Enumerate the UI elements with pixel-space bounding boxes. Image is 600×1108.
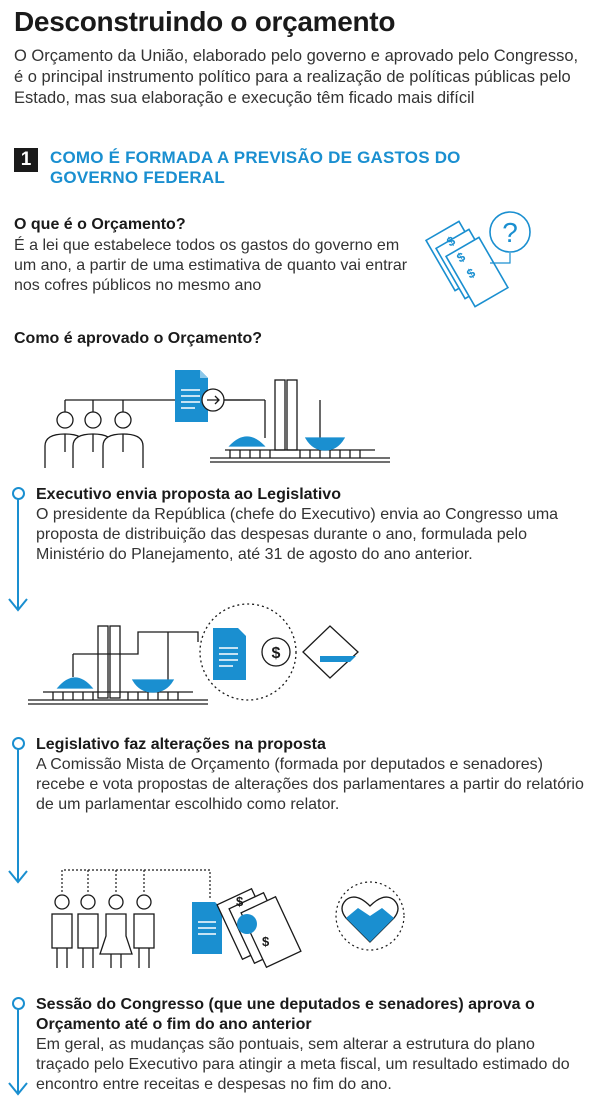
step-3: Sessão do Congresso (que une deputados e… xyxy=(36,995,592,1095)
step-2-text: A Comissão Mista de Orçamento (formada p… xyxy=(36,756,584,813)
timeline-line-1 xyxy=(17,496,19,610)
intro-text: O Orçamento da União, elaborado pelo gov… xyxy=(14,47,579,107)
svg-text:?: ? xyxy=(502,217,518,248)
pen-icon xyxy=(320,656,356,662)
document-icon xyxy=(213,628,246,680)
page-title: Desconstruindo o orçamento xyxy=(14,6,396,37)
handshake-heart-icon xyxy=(341,896,399,943)
how-approved-question: Como é aprovado o Orçamento? xyxy=(14,330,263,347)
congress-building-icon xyxy=(210,379,390,463)
money-circle-icon xyxy=(261,637,291,667)
question-bubble-icon xyxy=(489,211,531,253)
timeline-arrow-icon xyxy=(8,1082,28,1096)
step-1-text: O presidente da República (chefe do Exec… xyxy=(36,506,559,563)
timeline-dot-3 xyxy=(12,997,25,1010)
what-is-answer: É a lei que estabelece todos os gastos d… xyxy=(14,237,408,294)
timeline-arrow-icon xyxy=(8,870,28,884)
timeline-dot-1 xyxy=(12,487,25,500)
step-3-title: Sessão do Congresso (que une deputados e… xyxy=(36,996,535,1033)
timeline-line-3 xyxy=(17,1008,19,1094)
step-2-title: Legislativo faz alterações na proposta xyxy=(36,736,326,753)
document-icon xyxy=(192,902,222,954)
step-1: Executivo envia proposta ao Legislativo … xyxy=(36,485,592,565)
timeline-dot-2 xyxy=(12,737,25,750)
section-title: COMO É FORMADA A PREVISÃO DE GASTOS DO G… xyxy=(50,148,461,187)
step-1-title: Executivo envia proposta ao Legislativo xyxy=(36,486,341,503)
congress-amendment-illustration: $ xyxy=(28,603,359,705)
banknotes-icon xyxy=(216,887,302,969)
timeline-arrow-icon xyxy=(8,598,28,612)
congress-members-icon xyxy=(51,894,155,968)
executive-to-congress-illustration xyxy=(44,370,390,468)
what-is-question: O que é o Orçamento? xyxy=(14,216,186,233)
step-2: Legislativo faz alterações na proposta A… xyxy=(36,735,592,815)
banknotes-icon xyxy=(424,220,510,308)
document-icon xyxy=(175,370,208,422)
timeline-line-2 xyxy=(17,744,19,882)
svg-text:$: $ xyxy=(262,934,270,949)
section-number-badge: 1 xyxy=(14,148,38,172)
svg-text:$: $ xyxy=(236,894,244,909)
money-question-icon: $ $ $ ? xyxy=(424,211,531,308)
executive-people-icon xyxy=(44,411,144,468)
congress-session-illustration: $ $ xyxy=(51,869,405,969)
svg-text:$: $ xyxy=(272,645,281,662)
step-3-text: Em geral, as mudanças são pontuais, sem … xyxy=(36,1036,570,1093)
